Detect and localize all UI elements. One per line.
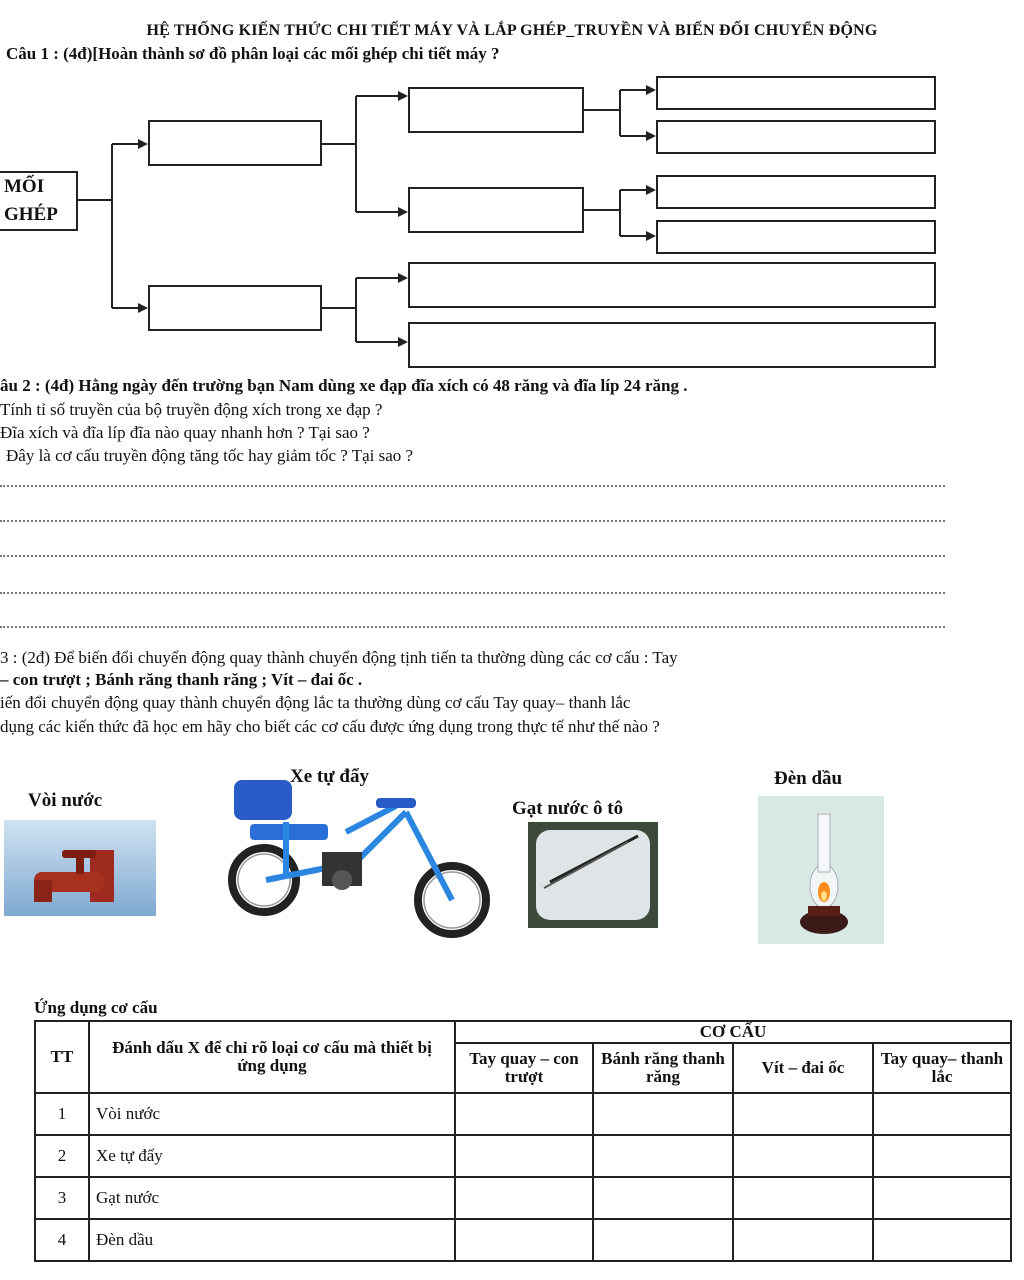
question-3-line4: dụng các kiến thức đã học em hãy cho biế… (0, 717, 660, 736)
mark-cell[interactable] (454, 1218, 594, 1262)
col-header-group: CƠ CẤU (454, 1020, 1012, 1044)
table-row: 4 Đèn dầu (34, 1218, 1012, 1262)
col-header-mech-1: Tay quay – con trượt (454, 1042, 594, 1094)
mark-cell[interactable] (592, 1176, 734, 1220)
mark-cell[interactable] (454, 1176, 594, 1220)
answer-line[interactable] (0, 626, 945, 628)
answer-line[interactable] (0, 592, 945, 594)
question-3-line2: – con trượt ; Bánh răng thanh răng ; Vít… (0, 670, 363, 689)
question-2-sub-c: Đây là cơ cấu truyền động tăng tốc hay g… (6, 446, 414, 465)
mark-cell[interactable] (592, 1092, 734, 1136)
mark-cell[interactable] (454, 1134, 594, 1178)
caption-lamp: Đèn dầu (774, 768, 843, 789)
caption-wiper: Gạt nước ô tô (512, 798, 624, 819)
table-row: 1 Vòi nước (34, 1092, 1012, 1136)
level3-box-2[interactable] (656, 120, 936, 154)
row-device: Xe tự đẩy (88, 1134, 456, 1178)
root-label-line2: GHÉP (4, 204, 58, 225)
level3-box-1[interactable] (656, 76, 936, 110)
level2-box-1[interactable] (408, 87, 584, 133)
tricycle-image (226, 772, 494, 942)
answer-line[interactable] (0, 520, 945, 522)
question-2-text: âu 2 : (4đ) Hằng ngày đến trường bạn Nam… (0, 376, 688, 395)
classification-diagram (78, 85, 656, 347)
root-label-line1: MỐI (4, 176, 45, 197)
mark-cell[interactable] (732, 1092, 874, 1136)
mark-cell[interactable] (592, 1134, 734, 1178)
question-3-text: 3 : (2đ) Để biến đổi chuyển động quay th… (0, 648, 678, 667)
question-3-line3: iến đổi chuyển động quay thành chuyển độ… (0, 693, 631, 712)
answer-line[interactable] (0, 485, 945, 487)
row-number: 2 (34, 1134, 90, 1178)
caption-faucet: Vòi nước (28, 790, 103, 811)
table-row: 3 Gạt nước (34, 1176, 1012, 1220)
col-header-mech-4: Tay quay– thanh lắc (872, 1042, 1012, 1094)
level2-box-2[interactable] (408, 187, 584, 233)
table-caption: Ứng dụng cơ cấu (34, 998, 158, 1017)
mark-cell[interactable] (732, 1176, 874, 1220)
document-title: HỆ THỐNG KIẾN THỨC CHI TIẾT MÁY VÀ LẮP G… (146, 22, 878, 39)
faucet-image (4, 820, 156, 916)
caption-tricycle: Xe tự đẩy (290, 766, 369, 787)
col-header-mark: Đánh dấu X để chỉ rõ loại cơ cấu mà thiế… (88, 1020, 456, 1094)
row-number: 4 (34, 1218, 90, 1262)
row-device: Vòi nước (88, 1092, 456, 1136)
mark-cell[interactable] (872, 1176, 1012, 1220)
mark-cell[interactable] (732, 1218, 874, 1262)
mark-cell[interactable] (872, 1134, 1012, 1178)
table-row: 2 Xe tự đẩy (34, 1134, 1012, 1178)
level3-box-4[interactable] (656, 220, 936, 254)
answer-line[interactable] (0, 555, 945, 557)
application-table: TT Đánh dấu X để chỉ rõ loại cơ cấu mà t… (34, 1020, 1012, 1262)
level3-box-3[interactable] (656, 175, 936, 209)
mark-cell[interactable] (732, 1134, 874, 1178)
col-header-tt: TT (34, 1020, 90, 1094)
row-number: 1 (34, 1092, 90, 1136)
col-header-mech-3: Vít – đai ốc (732, 1042, 874, 1094)
root-box-moi-ghep (0, 171, 78, 231)
question-2-sub-a: Tính tỉ số truyền của bộ truyền động xíc… (0, 400, 383, 419)
row-device: Gạt nước (88, 1176, 456, 1220)
mark-cell[interactable] (592, 1218, 734, 1262)
oil-lamp-image (758, 796, 884, 944)
level1-box-top[interactable] (148, 120, 322, 166)
level1-box-bottom[interactable] (148, 285, 322, 331)
row-device: Đèn dầu (88, 1218, 456, 1262)
question-1-text: Câu 1 : (4đ)[Hoàn thành sơ đồ phân loại … (6, 44, 500, 63)
level2-box-4[interactable] (408, 322, 936, 368)
mark-cell[interactable] (872, 1092, 1012, 1136)
col-header-mech-2: Bánh răng thanh răng (592, 1042, 734, 1094)
row-number: 3 (34, 1176, 90, 1220)
level2-box-3[interactable] (408, 262, 936, 308)
mark-cell[interactable] (454, 1092, 594, 1136)
question-2-sub-b: Đĩa xích và đĩa líp đĩa nào quay nhanh h… (0, 423, 370, 442)
mark-cell[interactable] (872, 1218, 1012, 1262)
wiper-image (528, 822, 658, 928)
